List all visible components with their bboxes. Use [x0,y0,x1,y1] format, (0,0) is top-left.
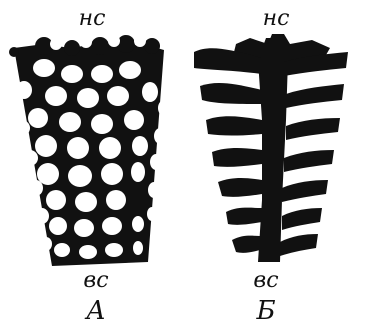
label-a-letter: А [86,298,106,324]
label-b-letter: Б [256,298,275,324]
label-b-top: нс [263,8,290,30]
label-b-bottom: вс [253,270,278,292]
label-a-bottom: вс [83,270,108,292]
structure-b [194,34,348,262]
label-a-top: нс [79,8,106,30]
structure-a [4,35,170,266]
